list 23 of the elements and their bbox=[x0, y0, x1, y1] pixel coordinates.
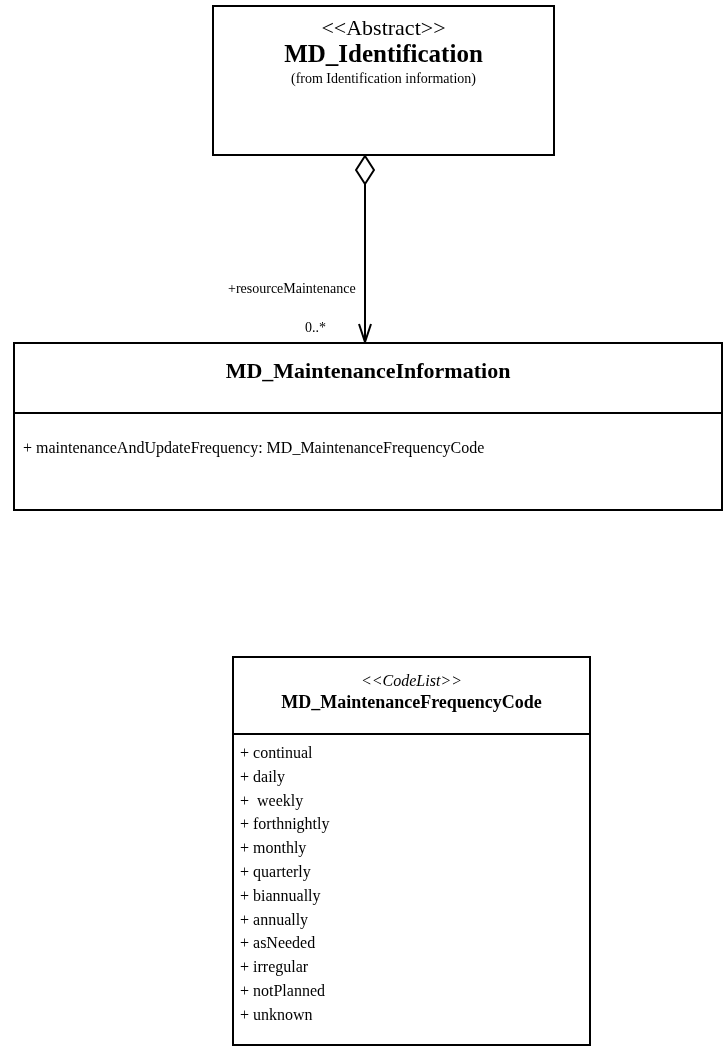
enum-literal: + daily bbox=[240, 767, 285, 787]
class-name: MD_MaintenanceInformation bbox=[224, 358, 512, 384]
uml-class-box bbox=[13, 342, 723, 511]
class-name: MD_Identification bbox=[283, 40, 484, 69]
stereotype-text: <<Abstract>> bbox=[320, 15, 447, 41]
enum-literal: + weekly bbox=[240, 791, 304, 810]
enum-literal: + notPlanned bbox=[240, 982, 325, 1001]
enum-literal: + biannually bbox=[240, 886, 321, 906]
stereotype-text: <<CodeList>> bbox=[360, 672, 463, 691]
uml-class-box bbox=[212, 5, 555, 156]
aggregation-connector bbox=[355, 155, 375, 343]
enum-literal: + monthly bbox=[240, 839, 307, 858]
enum-literal: + continual bbox=[240, 744, 313, 763]
enum-literal: + asNeeded bbox=[240, 934, 316, 953]
enum-literal: + forthnightly bbox=[240, 815, 330, 834]
uml-class-box bbox=[232, 656, 591, 1046]
enum-literal: + irregular bbox=[240, 958, 309, 977]
enum-literal: + annually bbox=[240, 910, 309, 929]
enum-literal: + unknown bbox=[240, 1005, 313, 1025]
enum-literal: + quarterly bbox=[240, 863, 311, 882]
package-note: (from Identification information) bbox=[289, 71, 478, 88]
attribute-text: + maintenanceAndUpdateFrequency: MD_MaintenanceFrequencyCode bbox=[23, 439, 485, 458]
class-name: MD_MaintenanceFrequencyCode bbox=[280, 692, 543, 713]
